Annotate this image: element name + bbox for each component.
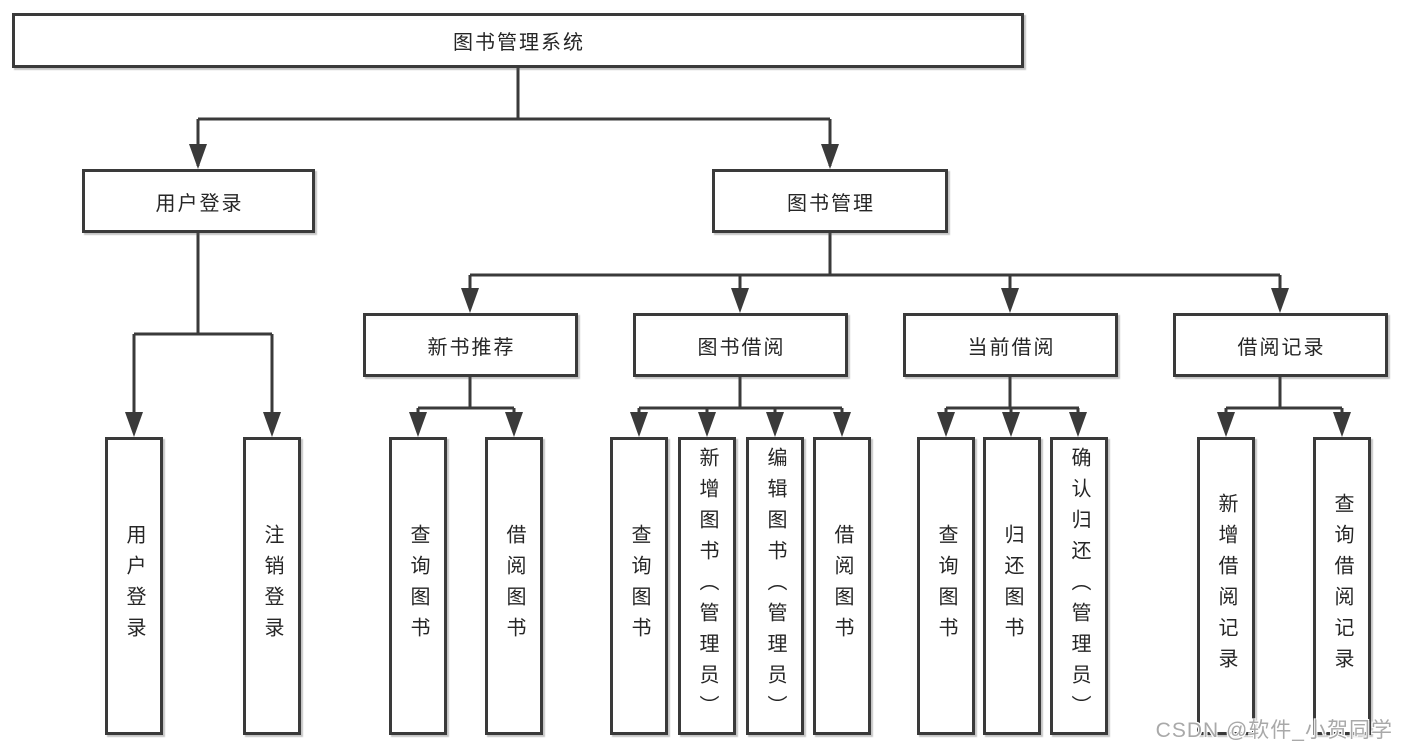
node-label: 借阅记录	[1237, 336, 1326, 359]
node-label: 借阅图书	[831, 524, 853, 648]
arrowhead-down-icon	[1001, 288, 1019, 313]
arrowhead-down-icon	[1333, 412, 1351, 437]
arrowhead-down-icon	[263, 412, 281, 437]
arrowhead-down-icon	[766, 412, 784, 437]
leaf-borrow-books: 借阅图书	[813, 437, 871, 735]
leaf-query-books-recommend: 查询图书	[389, 437, 447, 735]
node-user-login: 用户登录	[82, 169, 315, 233]
node-current-borrowing: 当前借阅	[903, 313, 1118, 377]
node-label: 当前借阅	[967, 336, 1056, 359]
arrowhead-down-icon	[409, 412, 427, 437]
arrowhead-down-icon	[125, 412, 143, 437]
node-label: 编辑图书（管理员）	[764, 446, 786, 726]
arrowhead-down-icon	[731, 288, 749, 313]
node-label: 图书管理系统	[453, 32, 585, 54]
arrowhead-down-icon	[630, 412, 648, 437]
leaf-logout: 注销登录	[243, 437, 301, 735]
leaf-borrow-books-recommend: 借阅图书	[485, 437, 543, 735]
node-label: 查询借阅记录	[1331, 493, 1353, 679]
node-book-management: 图书管理	[712, 169, 948, 233]
node-label: 查询图书	[935, 524, 957, 648]
node-label: 用户登录	[155, 192, 244, 215]
node-label: 确认归还（管理员）	[1068, 446, 1090, 726]
node-new-book-recommendation: 新书推荐	[363, 313, 578, 377]
leaf-return-books: 归还图书	[983, 437, 1041, 735]
leaf-query-books-borrow: 查询图书	[610, 437, 668, 735]
leaf-user-login: 用户登录	[105, 437, 163, 735]
arrowhead-down-icon	[937, 412, 955, 437]
arrowhead-down-icon	[1069, 412, 1087, 437]
node-label: 查询图书	[407, 524, 429, 648]
node-label: 新增图书（管理员）	[696, 446, 718, 726]
leaf-edit-books-admin: 编辑图书（管理员）	[746, 437, 804, 735]
node-label: 新书推荐	[427, 336, 516, 359]
connector-path	[132, 68, 1344, 433]
node-library-management-system: 图书管理系统	[12, 13, 1024, 68]
node-book-borrowing: 图书借阅	[633, 313, 848, 377]
arrowhead-down-icon	[1271, 288, 1289, 313]
arrowhead-down-icon	[821, 144, 839, 169]
node-label: 查询图书	[628, 524, 650, 648]
node-label: 用户登录	[123, 524, 145, 648]
arrowhead-down-icon	[189, 144, 207, 169]
leaf-query-books-current: 查询图书	[917, 437, 975, 735]
leaf-confirm-return-admin: 确认归还（管理员）	[1050, 437, 1108, 735]
node-label: 借阅图书	[503, 524, 525, 648]
arrowhead-down-icon	[1002, 412, 1020, 437]
leaf-add-books-admin: 新增图书（管理员）	[678, 437, 736, 735]
arrowhead-down-icon	[833, 412, 851, 437]
watermark: CSDN @软件_小贺同学	[1155, 719, 1393, 742]
arrowhead-down-icon	[505, 412, 523, 437]
node-label: 新增借阅记录	[1215, 493, 1237, 679]
node-borrowing-records: 借阅记录	[1173, 313, 1388, 377]
leaf-query-borrow-record: 查询借阅记录	[1313, 437, 1371, 735]
node-label: 归还图书	[1001, 524, 1023, 648]
arrowhead-down-icon	[1217, 412, 1235, 437]
node-label: 图书管理	[787, 192, 875, 215]
node-label: 注销登录	[261, 524, 283, 648]
arrowhead-down-icon	[461, 288, 479, 313]
leaf-add-borrow-record: 新增借阅记录	[1197, 437, 1255, 735]
arrowhead-down-icon	[698, 412, 716, 437]
node-label: 图书借阅	[697, 336, 786, 359]
